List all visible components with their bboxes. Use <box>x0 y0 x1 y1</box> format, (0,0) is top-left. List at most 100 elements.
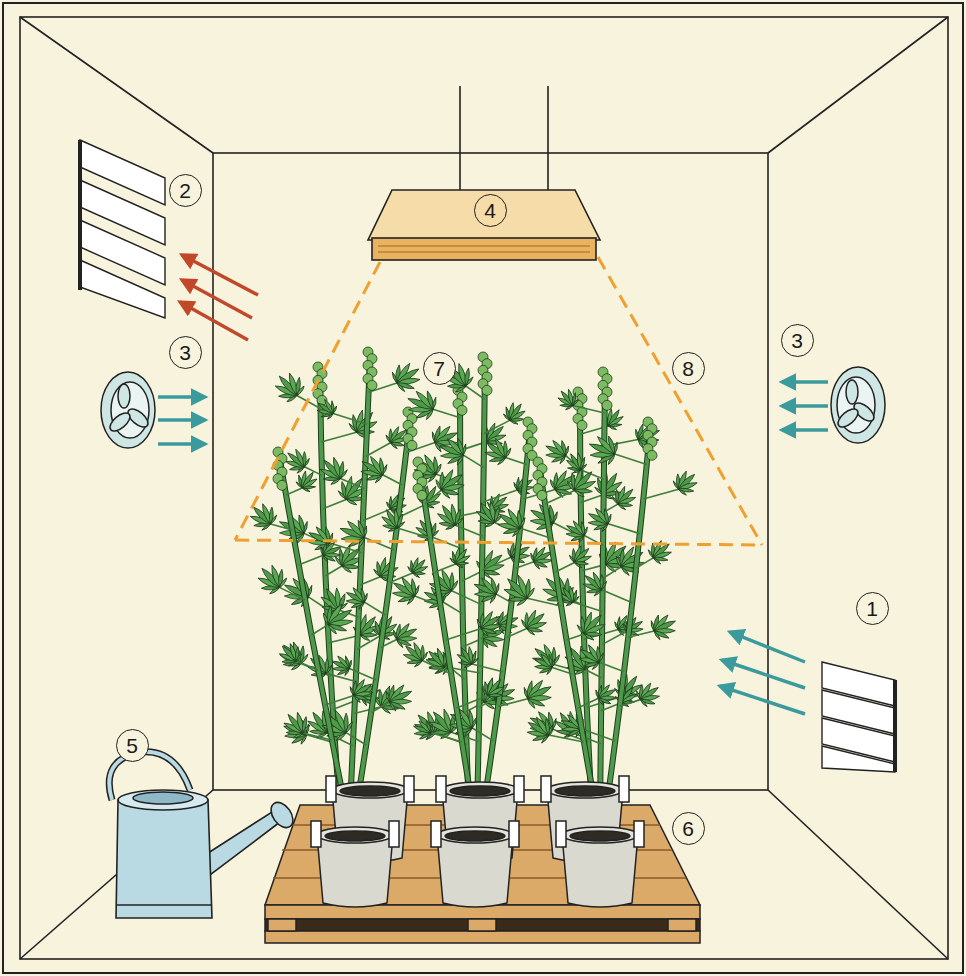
callout-circle: 3 <box>781 324 814 357</box>
leaf <box>387 356 427 397</box>
leaf <box>565 540 597 572</box>
leaf <box>292 466 322 496</box>
watering-can <box>109 752 297 918</box>
callout-number: 3 <box>179 342 191 363</box>
right-fan <box>831 367 885 443</box>
left-fan <box>101 372 155 448</box>
fabric-pots <box>311 776 644 907</box>
leaf <box>561 448 590 476</box>
plant <box>491 367 703 810</box>
leaf <box>335 514 371 552</box>
right-fan-arrows <box>782 382 828 430</box>
leaf <box>473 605 508 640</box>
cannabis-plants <box>244 347 704 810</box>
leaf <box>530 649 559 679</box>
leaf <box>382 678 418 715</box>
bud <box>273 447 287 490</box>
leaf <box>583 502 616 536</box>
leaf <box>354 450 391 488</box>
leaf <box>612 681 642 710</box>
callout-circle: 4 <box>474 194 507 227</box>
callout-circle: 7 <box>423 352 456 385</box>
leaf <box>478 672 510 704</box>
leaf <box>402 384 441 425</box>
bud <box>363 347 377 390</box>
leaf <box>526 638 565 677</box>
leaf <box>386 570 424 609</box>
leaf <box>468 571 503 607</box>
leaf <box>496 567 540 611</box>
leaf <box>491 502 530 542</box>
leaf <box>434 432 470 469</box>
leaf <box>608 480 641 513</box>
frame <box>3 3 963 973</box>
leaf <box>431 462 471 503</box>
leaf <box>644 535 677 568</box>
leaf <box>318 596 360 639</box>
leaf <box>478 432 515 470</box>
callout-circle: 5 <box>116 729 149 762</box>
exhaust-arrows <box>180 255 258 340</box>
intake-arrows <box>720 632 805 714</box>
pot <box>431 821 519 907</box>
leaf <box>647 609 681 645</box>
leaf <box>277 706 314 743</box>
callout-number: 4 <box>484 200 496 221</box>
bud <box>523 417 537 460</box>
leaf <box>251 558 292 599</box>
callout-number: 1 <box>866 598 878 619</box>
callout-circle: 2 <box>169 174 202 207</box>
bud <box>598 367 612 410</box>
leaf <box>314 702 358 746</box>
leaf <box>632 677 665 711</box>
leaf <box>669 465 703 500</box>
bud <box>413 457 427 500</box>
room-walls <box>20 17 948 959</box>
leaf <box>278 571 317 612</box>
leaf <box>573 638 608 674</box>
leaf <box>376 503 409 535</box>
pot <box>311 821 399 907</box>
callout-circle: 3 <box>169 336 202 369</box>
bud <box>643 417 657 460</box>
callout-number: 2 <box>179 180 191 201</box>
callout-number: 6 <box>682 818 694 839</box>
leaf <box>279 713 313 749</box>
intake-vent <box>822 662 895 772</box>
leaf <box>397 636 432 671</box>
plant <box>376 352 583 810</box>
leaf <box>519 673 558 713</box>
leaf <box>517 604 553 640</box>
leaf <box>540 434 572 468</box>
callout-number: 3 <box>791 330 803 351</box>
leaf <box>584 429 622 469</box>
leaf <box>346 674 378 707</box>
bud <box>478 352 492 395</box>
callout-number: 8 <box>682 358 694 379</box>
leaf <box>369 551 404 586</box>
leaf <box>274 638 306 670</box>
leaf <box>410 716 436 743</box>
bud <box>403 407 417 450</box>
leaf <box>562 462 602 502</box>
leaf <box>553 384 582 413</box>
leaf <box>313 450 352 489</box>
leaf <box>404 553 433 581</box>
callout-number: 5 <box>126 735 138 756</box>
callout-circle: 1 <box>856 592 889 625</box>
bud <box>533 457 547 500</box>
grow-lamp <box>368 86 600 260</box>
leaf <box>341 582 371 613</box>
leaf <box>244 497 282 535</box>
callout-number: 7 <box>433 358 445 379</box>
leaf <box>422 562 463 603</box>
leaf <box>312 394 340 422</box>
left-fan-arrows <box>158 397 205 444</box>
leaf <box>521 711 557 748</box>
leaf <box>611 540 651 581</box>
leaf <box>452 641 483 671</box>
leaf <box>431 498 468 534</box>
leaf <box>577 566 611 600</box>
